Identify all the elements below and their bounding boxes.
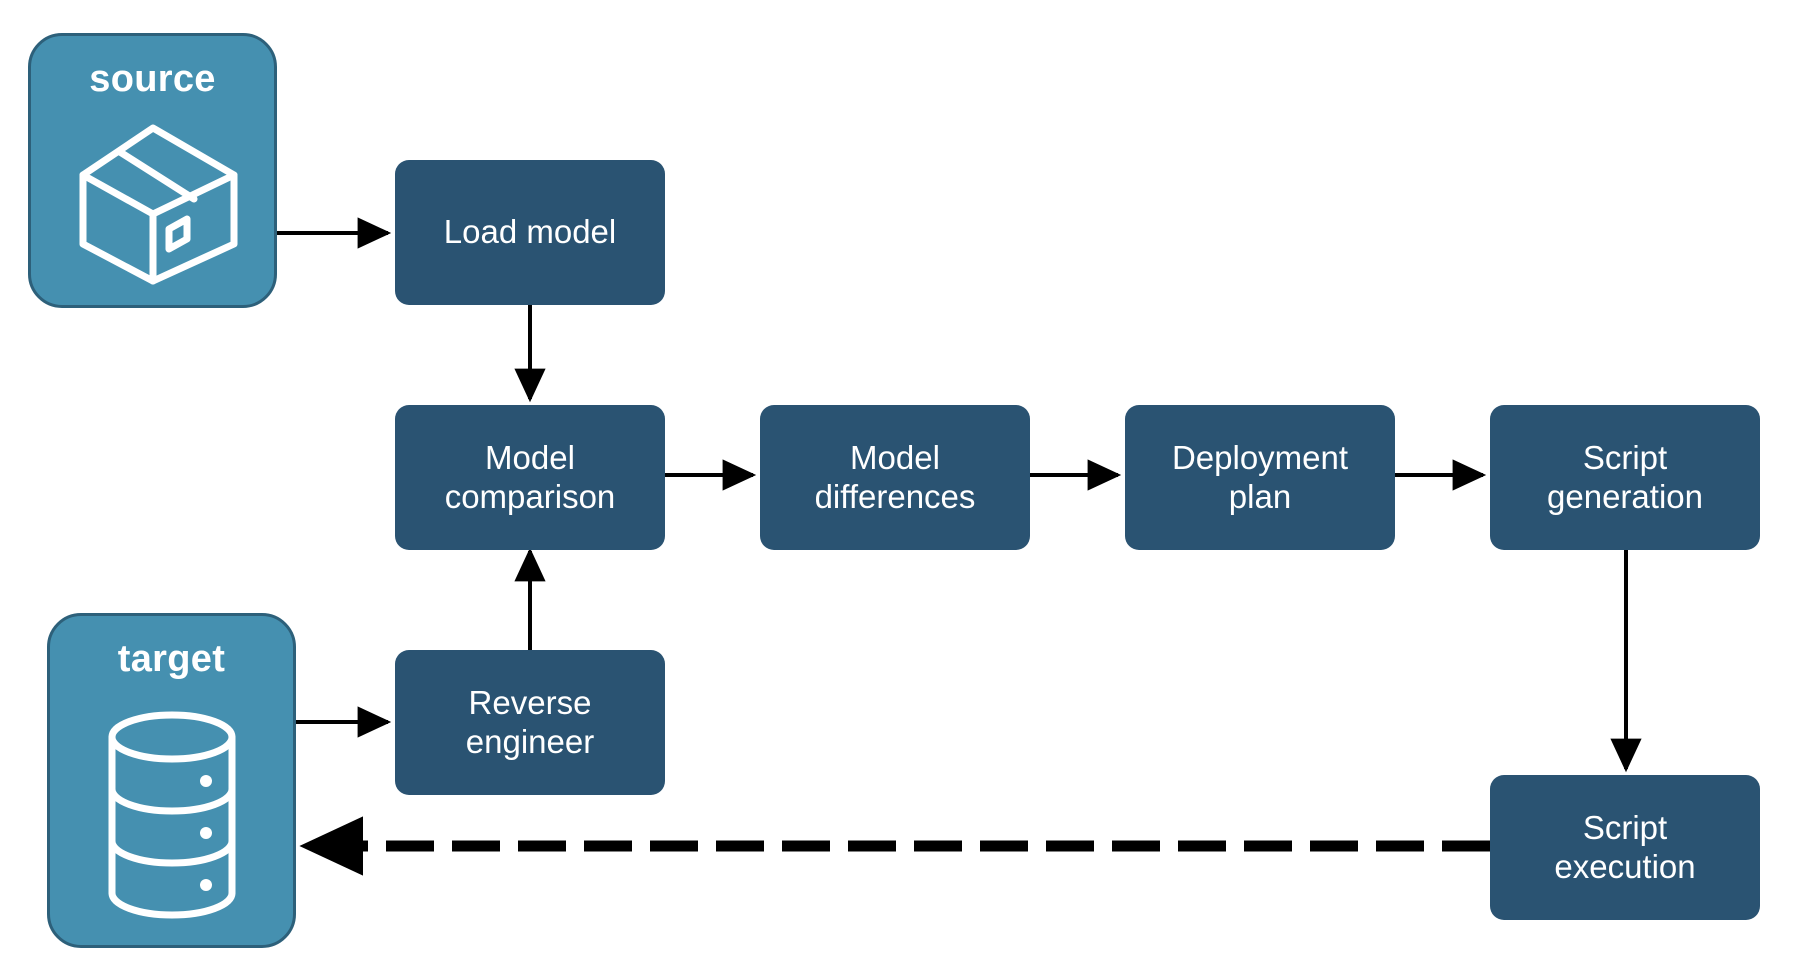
process-label-script-generation: Script generation bbox=[1547, 439, 1703, 515]
endpoint-label-target: target bbox=[117, 638, 226, 680]
process-box-deployment-plan[interactable]: Deployment plan bbox=[1125, 405, 1395, 550]
process-label-model-differences: Model differences bbox=[814, 439, 976, 515]
process-label-deployment-plan: Deployment plan bbox=[1171, 439, 1349, 515]
endpoint-card-target[interactable]: target bbox=[47, 613, 296, 948]
process-box-model-comparison[interactable]: Model comparison bbox=[395, 405, 665, 550]
process-label-script-execution: Script execution bbox=[1554, 809, 1696, 885]
package-box-icon bbox=[31, 104, 274, 305]
process-label-reverse-engineer: Reverse engineer bbox=[465, 684, 595, 760]
process-box-load-model[interactable]: Load model bbox=[395, 160, 665, 305]
process-box-script-execution[interactable]: Script execution bbox=[1490, 775, 1760, 920]
process-box-reverse-engineer[interactable]: Reverse engineer bbox=[395, 650, 665, 795]
process-box-model-differences[interactable]: Model differences bbox=[760, 405, 1030, 550]
endpoint-label-source: source bbox=[89, 58, 216, 100]
database-cylinder-icon bbox=[50, 684, 293, 945]
process-label-load-model: Load model bbox=[443, 213, 617, 251]
endpoint-card-source[interactable]: source bbox=[28, 33, 277, 308]
process-label-model-comparison: Model comparison bbox=[444, 439, 616, 515]
process-box-script-generation[interactable]: Script generation bbox=[1490, 405, 1760, 550]
